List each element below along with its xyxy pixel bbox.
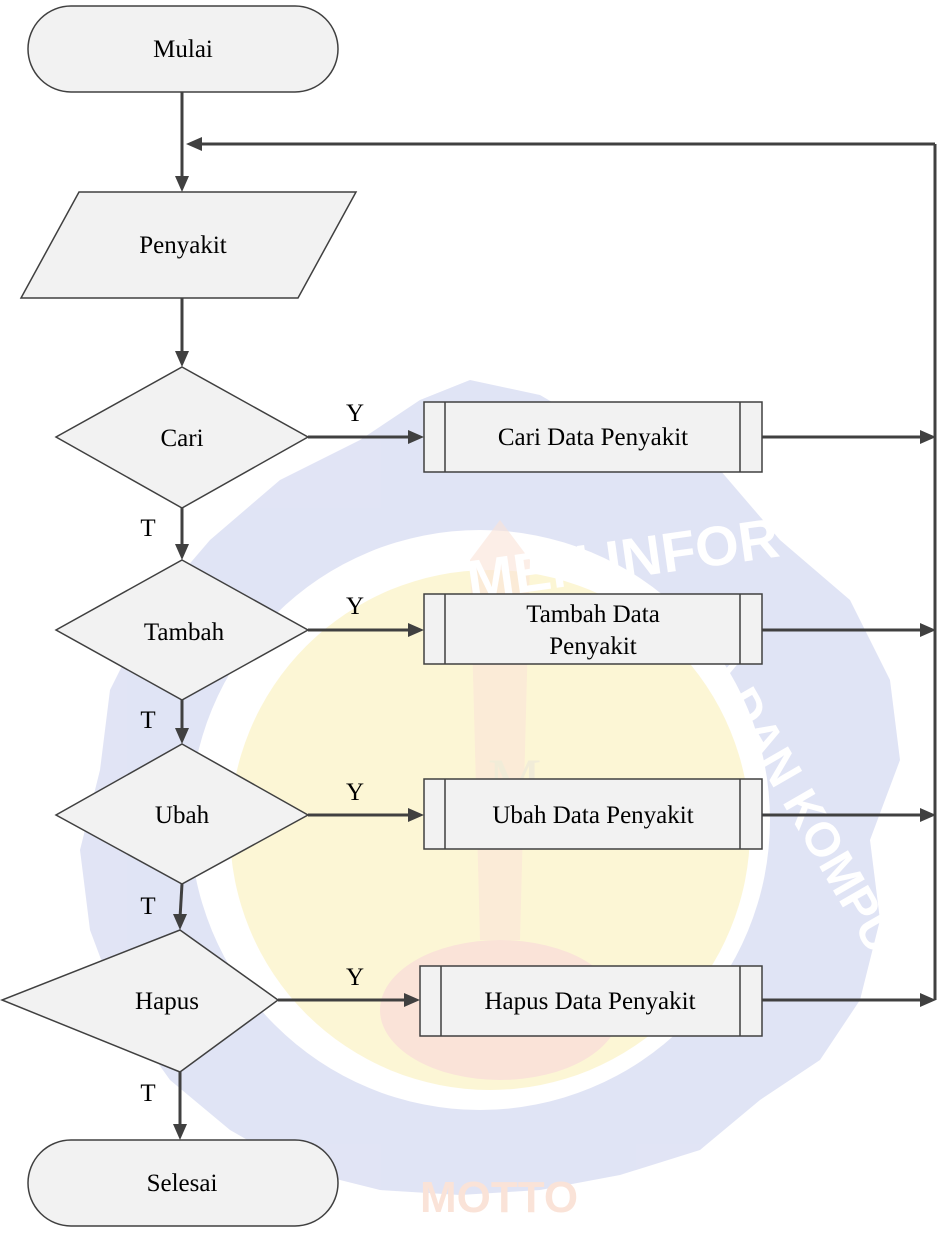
start-label: Mulai xyxy=(153,36,213,63)
start-terminator: Mulai xyxy=(27,5,339,93)
no-label: T xyxy=(140,893,155,920)
end-terminator-shape xyxy=(27,1139,339,1227)
input-label: Penyakit xyxy=(139,232,227,259)
decision-label: Ubah xyxy=(155,802,210,829)
process-box xyxy=(419,965,763,1037)
yes-label: Y xyxy=(346,779,364,806)
end-terminator: Selesai xyxy=(27,1139,339,1227)
arrowhead xyxy=(408,623,424,637)
no-label: T xyxy=(140,515,155,542)
yes-label: Y xyxy=(346,593,364,620)
arrowhead xyxy=(186,137,202,151)
arrowhead xyxy=(173,1124,187,1140)
arrowhead xyxy=(408,808,424,822)
arrowhead xyxy=(920,430,936,444)
decision-cari: Cari xyxy=(54,366,310,509)
end-label: Selesai xyxy=(147,1170,218,1197)
decision-diamond xyxy=(54,743,310,885)
input-node: Penyakit xyxy=(19,191,358,299)
arrowhead xyxy=(175,728,189,744)
arrowhead xyxy=(920,623,936,637)
no-label: T xyxy=(140,1080,155,1107)
process-label-line1: Tambah Data xyxy=(526,601,660,628)
process-label-line2: Penyakit xyxy=(549,633,637,660)
start-terminator-shape xyxy=(27,5,339,93)
decision-diamond xyxy=(54,559,310,701)
arrowhead xyxy=(920,808,936,822)
process-cari-data: Cari Data Penyakit xyxy=(423,401,763,473)
decision-ubah: Ubah xyxy=(54,743,310,885)
process-box xyxy=(423,593,763,665)
decision-tambah: Tambah xyxy=(54,559,310,701)
process-box xyxy=(423,401,763,473)
process-hapus-data: Hapus Data Penyakit xyxy=(419,965,763,1037)
arrowhead xyxy=(920,993,936,1007)
process-tambah-data: Tambah Data Penyakit xyxy=(423,593,763,665)
process-box xyxy=(423,778,763,850)
decision-diamond xyxy=(0,929,280,1073)
process-label: Cari Data Penyakit xyxy=(498,424,688,451)
decision-hapus: Hapus xyxy=(0,929,280,1073)
decision-label: Cari xyxy=(160,425,203,452)
arrowhead xyxy=(175,544,189,560)
process-label: Ubah Data Penyakit xyxy=(492,802,693,829)
process-ubah-data: Ubah Data Penyakit xyxy=(423,778,763,850)
arrowhead xyxy=(175,351,189,367)
yes-label: Y xyxy=(346,964,364,991)
arrowhead xyxy=(173,914,187,930)
process-label: Hapus Data Penyakit xyxy=(484,988,695,1015)
arrowhead xyxy=(404,993,420,1007)
input-parallelogram xyxy=(19,191,358,299)
decision-diamond xyxy=(54,366,310,509)
decision-label: Tambah xyxy=(144,619,225,646)
no-label: T xyxy=(140,707,155,734)
arrowhead xyxy=(408,430,424,444)
connector-ubah-no xyxy=(178,883,184,919)
connector-lines xyxy=(173,92,937,1140)
yes-label: Y xyxy=(346,400,364,427)
watermark-bottom-text: MOTTO xyxy=(420,1173,578,1222)
decision-label: Hapus xyxy=(135,988,199,1015)
arrowhead xyxy=(175,176,189,192)
